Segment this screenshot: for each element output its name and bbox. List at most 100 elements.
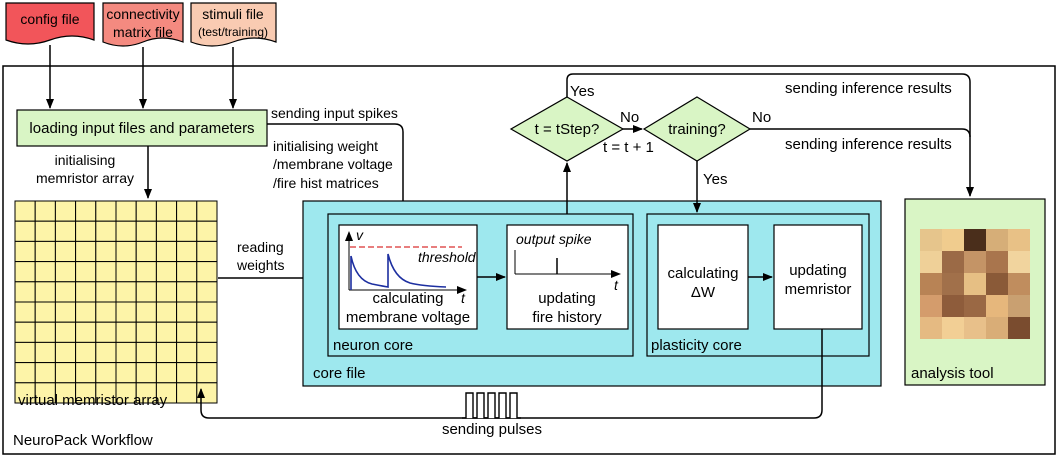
delta-w-label-1: calculating <box>668 265 739 282</box>
stimuli-file-label-2: (test/training) <box>198 25 268 39</box>
update-memristor-box <box>773 224 863 330</box>
memristor-cell <box>95 301 117 323</box>
threshold-label: threshold <box>418 249 477 265</box>
loading-box <box>16 109 268 147</box>
heatmap-cell <box>942 295 964 317</box>
memristor-cell <box>135 301 157 323</box>
memristor-cell <box>14 200 36 222</box>
memristor-cell <box>54 240 77 263</box>
config-file-label: config file <box>20 11 79 27</box>
memristor-cell <box>115 261 137 283</box>
plasticity-core-label: plasticity core <box>651 337 742 354</box>
memristor-cell <box>75 362 97 384</box>
stimuli-file-doc <box>190 2 277 47</box>
memristor-cell <box>54 220 77 242</box>
memristor-cell <box>155 301 178 323</box>
sending-input-spikes-label: sending input spikes <box>271 105 398 121</box>
memristor-cell <box>135 240 157 263</box>
memristor-cell <box>155 240 178 263</box>
yes-label-top: Yes <box>570 83 594 100</box>
heatmap-cell <box>1008 295 1030 317</box>
memristor-cell <box>14 341 36 364</box>
memristor-cell <box>135 362 157 384</box>
voltage-axis-v: v <box>356 227 364 243</box>
memristor-cell <box>34 281 56 303</box>
update-memristor-label-2: memristor <box>785 281 852 298</box>
memristor-cell <box>135 281 157 303</box>
memristor-cell <box>176 281 198 303</box>
core-file-label: core file <box>313 365 366 382</box>
memristor-cell <box>135 341 157 364</box>
sending-pulses-label: sending pulses <box>442 421 542 438</box>
reading-weights-label-1: reading <box>237 239 284 255</box>
memristor-cell <box>14 281 36 303</box>
init-weight-label-3: /fire hist matrices <box>273 175 379 191</box>
memristor-cell <box>135 220 157 242</box>
memristor-array-label: virtual memristor array <box>18 392 168 409</box>
memristor-cell <box>176 341 198 364</box>
reading-weights-label-2: weights <box>236 257 284 273</box>
heatmap-cell <box>986 317 1008 339</box>
fire-history-box <box>506 224 629 330</box>
connectivity-file-label-1: connectivity <box>106 6 179 22</box>
memristor-cell <box>34 362 56 384</box>
memristor-cell <box>54 261 77 283</box>
no-label-2: No <box>752 109 771 126</box>
init-weight-label-2: /membrane voltage <box>273 156 393 172</box>
memristor-cell <box>75 281 97 303</box>
memristor-cell <box>95 281 117 303</box>
memristor-cell <box>14 220 36 242</box>
membrane-voltage-box <box>338 224 478 330</box>
analysis-tool-label: analysis tool <box>911 365 994 382</box>
memristor-cell <box>196 281 218 303</box>
memristor-cell <box>176 261 198 283</box>
memristor-cell <box>155 261 178 283</box>
init-memristor-label-2: memristor array <box>36 170 134 186</box>
heatmap-cell <box>986 273 1008 295</box>
heatmap-cell <box>964 295 986 317</box>
heatmap-cell <box>986 295 1008 317</box>
arrow-training-no-to-analysis <box>750 128 971 138</box>
memristor-cell <box>196 200 218 222</box>
memristor-cell <box>176 301 198 323</box>
memristor-cell <box>75 321 97 343</box>
heatmap-cell <box>942 273 964 295</box>
loading-box-label: loading input files and parameters <box>29 120 254 137</box>
history-axis-t: t <box>614 277 619 293</box>
memristor-grid <box>14 200 218 404</box>
heatmap-cell <box>964 251 986 273</box>
heatmap-cell <box>920 229 942 251</box>
training-decision-label: training? <box>668 121 726 138</box>
memristor-cell <box>176 240 198 263</box>
membrane-voltage-curve <box>350 253 447 290</box>
memristor-cell <box>75 220 97 242</box>
init-memristor-label-1: initialising <box>55 152 116 168</box>
memristor-cell <box>196 261 218 283</box>
heatmap-cell <box>1008 273 1030 295</box>
memristor-cell <box>176 382 198 404</box>
memristor-cell <box>115 321 137 343</box>
heatmap-cell <box>920 295 942 317</box>
memristor-cell <box>115 240 137 263</box>
heatmap-cell <box>920 273 942 295</box>
heatmap-cell <box>1008 251 1030 273</box>
memristor-cell <box>95 220 117 242</box>
memristor-cell <box>75 301 97 323</box>
memristor-cell <box>196 240 218 263</box>
memristor-cell <box>135 321 157 343</box>
memristor-cell <box>54 200 77 222</box>
voltage-caption-1: calculating <box>373 290 444 307</box>
memristor-cell <box>115 200 137 222</box>
memristor-cell <box>95 200 117 222</box>
history-caption-1: updating <box>538 290 596 307</box>
memristor-cell <box>196 341 218 364</box>
heatmap-cell <box>964 317 986 339</box>
output-spike-label: output spike <box>516 231 592 247</box>
connectivity-file-label-2: matrix file <box>113 24 173 40</box>
memristor-cell <box>135 261 157 283</box>
heatmap-cell <box>986 251 1008 273</box>
memristor-cell <box>34 240 56 263</box>
tstep-decision <box>509 96 625 162</box>
memristor-cell <box>196 382 218 404</box>
update-memristor-label-1: updating <box>789 262 847 279</box>
